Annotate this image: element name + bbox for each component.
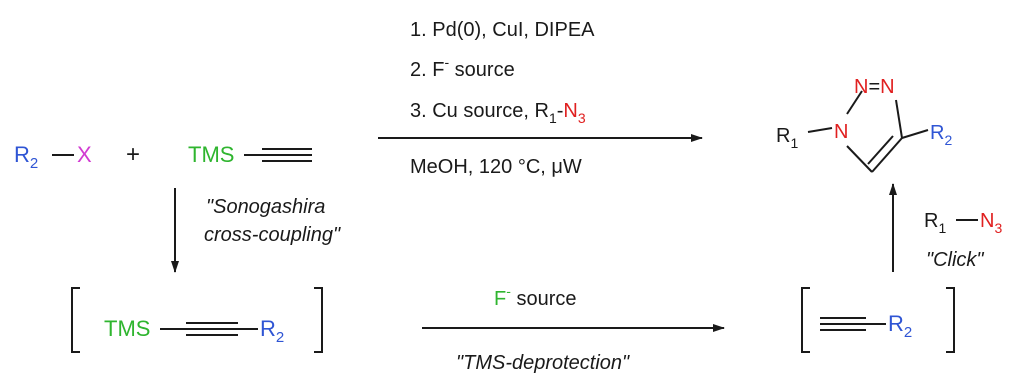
tms-intermediate: TMS R2 xyxy=(71,287,323,353)
condition-solvent: MeOH, 120 °C, μW xyxy=(410,156,582,178)
tms-label: TMS xyxy=(188,142,234,167)
bond-c4-r2 xyxy=(901,129,929,139)
condition-step-1: 1. Pd(0), CuI, DIPEA xyxy=(410,19,595,41)
right-bracket xyxy=(314,287,323,353)
triazole-n-top-left: N=N xyxy=(854,76,895,98)
ring-bond-n1-c5 xyxy=(846,145,873,173)
triple-bond xyxy=(262,148,312,162)
left-bracket xyxy=(71,287,80,353)
alkyne-r2-label: R2 xyxy=(888,311,912,341)
plus-sign: + xyxy=(126,141,140,168)
sonogashira-label-line2: cross-coupling" xyxy=(204,224,341,246)
click-azide-r1: R1 xyxy=(924,210,946,236)
halide-x-label: X xyxy=(77,142,92,167)
condition-step-3: 3. Cu source, R1-N3 xyxy=(410,100,586,126)
intermediate-r2-label: R2 xyxy=(260,316,284,346)
click-label: "Click" xyxy=(926,249,984,271)
click-step: R1 N3 "Click" xyxy=(889,183,1002,272)
alkyne-right-bracket xyxy=(946,287,955,353)
terminal-alkyne: R2 xyxy=(801,287,955,353)
ring-bond-c5-c4 xyxy=(871,137,903,173)
bond-r1-n1 xyxy=(807,127,833,133)
click-azide-n3: N3 xyxy=(980,210,1002,236)
deprotection-step: F- source "TMS-deprotection" xyxy=(422,283,725,374)
product-r2-label: R2 xyxy=(930,122,952,148)
tms-acetylene: TMS xyxy=(188,142,312,167)
alkyne-left-bracket xyxy=(801,287,810,353)
intermediate-triple-bond xyxy=(186,322,238,336)
ring-double-c5-c4 xyxy=(867,135,894,165)
sonogashira-label-line1: "Sonogashira xyxy=(206,196,325,218)
alkyne-triple-bond xyxy=(820,317,866,331)
one-pot-conditions: 1. Pd(0), CuI, DIPEA 2. F- source 3. Cu … xyxy=(378,19,703,178)
deprotection-label: "TMS-deprotection" xyxy=(456,352,630,374)
triazole-product: N=N N R1 R2 xyxy=(776,76,952,173)
ring-bond-n2-n1 xyxy=(846,90,863,115)
deprotection-reagent: F- source xyxy=(494,283,576,310)
r2-label: R2 xyxy=(14,142,38,172)
sonogashira-step: "Sonogashira cross-coupling" xyxy=(171,188,341,273)
aryl-halide: R2 X xyxy=(14,142,92,172)
product-r1-label: R1 xyxy=(776,125,798,151)
condition-step-2: 2. F- source xyxy=(410,54,515,81)
triazole-n1: N xyxy=(834,121,848,143)
intermediate-tms-label: TMS xyxy=(104,316,150,341)
ring-bond-c4-n3 xyxy=(895,99,903,139)
